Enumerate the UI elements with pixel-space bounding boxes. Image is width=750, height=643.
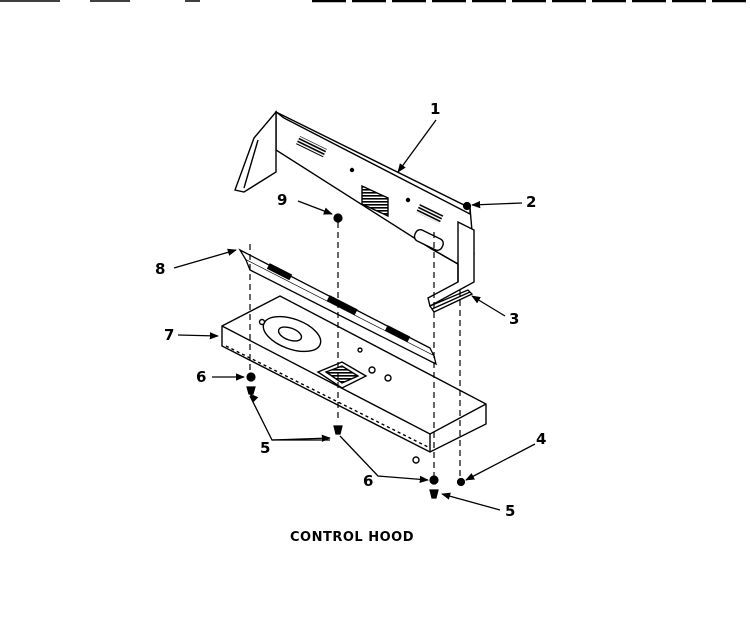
- callout-8: 8: [155, 260, 166, 278]
- part-6-nut-right: [429, 475, 439, 485]
- part-6-nut-left: [246, 372, 256, 382]
- callout-5-mid: 5: [260, 439, 271, 457]
- part-5-screw-mid: [333, 425, 343, 435]
- part-8-rail: [238, 248, 437, 366]
- part-5-screw-right: [429, 489, 439, 499]
- part-2-screw: [462, 201, 472, 211]
- callout-7: 7: [164, 326, 175, 344]
- callout-2: 2: [526, 193, 537, 211]
- diagram-caption: CONTROL HOOD: [290, 530, 414, 545]
- callout-1: 1: [430, 100, 441, 118]
- callout-4: 4: [536, 430, 547, 448]
- callout-6-right: 6: [363, 472, 374, 490]
- part-3-bracket: [429, 289, 474, 313]
- part-5-screw-left: [246, 386, 256, 395]
- callout-5-right: 5: [505, 502, 516, 520]
- callout-6-left: 6: [196, 368, 207, 386]
- part-4-clip: [456, 477, 466, 487]
- assembly-lines: [249, 222, 461, 476]
- part-9-grommet: [333, 213, 343, 223]
- callout-9: 9: [277, 191, 288, 209]
- leader-lines: [173, 119, 536, 511]
- part-7-base-plate: [221, 295, 487, 464]
- callout-3: 3: [509, 310, 520, 328]
